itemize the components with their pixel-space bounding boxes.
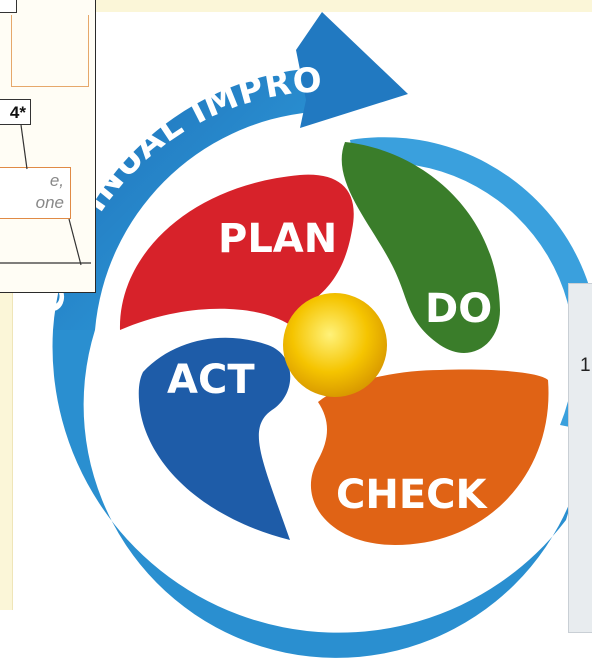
segment-act bbox=[138, 337, 291, 540]
segment-check bbox=[310, 369, 549, 545]
top-highlight-band bbox=[0, 0, 592, 12]
segment-do bbox=[341, 142, 500, 353]
popup-note-line2: one bbox=[35, 193, 64, 212]
popup-tag: 4* bbox=[0, 99, 31, 125]
center-sphere bbox=[283, 293, 387, 397]
popup-note: e, one bbox=[0, 167, 71, 219]
overlay-popup[interactable]: 4* e, one bbox=[0, 0, 96, 293]
popup-note-line1: e, bbox=[49, 171, 64, 190]
side-panel-number: 1 bbox=[580, 355, 591, 376]
side-panel: 1 bbox=[568, 283, 592, 633]
improvement-ring bbox=[53, 68, 315, 330]
label-act: ACT bbox=[167, 357, 255, 403]
label-plan: PLAN bbox=[218, 216, 337, 262]
ring-arrow-head bbox=[296, 12, 408, 128]
ring-right-arc bbox=[350, 137, 592, 430]
popup-field[interactable] bbox=[11, 15, 89, 87]
popup-connector-lines bbox=[0, 124, 91, 266]
popup-corner-box bbox=[0, 0, 17, 13]
label-do: DO bbox=[425, 286, 492, 332]
label-check: CHECK bbox=[336, 472, 489, 518]
segment-plan bbox=[119, 174, 354, 330]
